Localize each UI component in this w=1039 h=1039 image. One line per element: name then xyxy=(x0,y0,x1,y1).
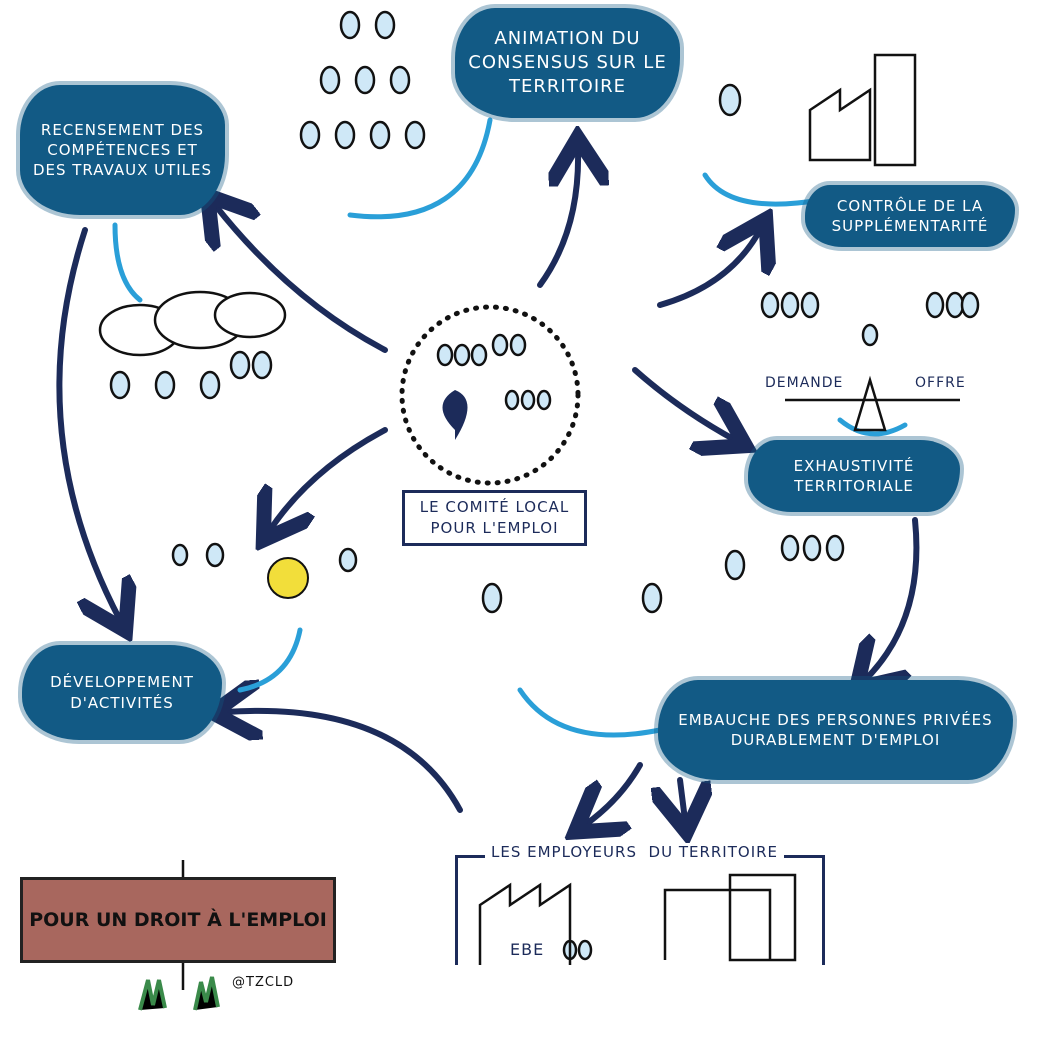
center-committee-box: Le comité local pour l'emploi xyxy=(402,490,587,546)
arrow-embauche-to-employers-1 xyxy=(585,762,643,825)
center-title-line2: pour l'emploi xyxy=(430,519,559,537)
speech-bubbles-icon xyxy=(98,290,287,357)
arrow-to-developpement xyxy=(270,427,388,530)
arrow-embauche-to-employers-2 xyxy=(680,777,685,820)
arrow-to-animation xyxy=(537,150,578,288)
arrow-to-exhaustivite xyxy=(632,367,735,440)
node-exhaustivite: Exhaustivité territoriale xyxy=(748,440,960,512)
people-icons xyxy=(109,10,980,961)
node-recensement: Recensement des compétences et des trava… xyxy=(20,85,225,215)
arrow-to-controle xyxy=(657,230,760,308)
employers-title-right: du territoire xyxy=(648,843,779,861)
ebe-label: EBE xyxy=(510,940,545,959)
balance-demande-label: Demande xyxy=(765,375,844,391)
node-developpement-activites: Développement d'activités xyxy=(22,645,222,740)
location-pin-icon xyxy=(442,390,468,440)
balance-offre-label: Offre xyxy=(915,375,966,391)
arrow-to-recensement xyxy=(215,205,388,353)
snail-icon xyxy=(267,557,309,599)
grass-icon xyxy=(138,976,220,1011)
node-controle-supplementarite: Contrôle de la supplémentarité xyxy=(805,185,1015,247)
employers-title: Les employeurs du territoire xyxy=(485,843,785,861)
arrow-exhaustivite-to-embauche xyxy=(865,517,920,680)
center-title-line1: Le comité local xyxy=(419,498,570,516)
sign-droit-emploi: Pour un droit à l'emploi xyxy=(20,877,336,963)
employers-title-left: Les employeurs xyxy=(491,843,637,861)
arrow-embauche-to-developpement xyxy=(225,711,463,813)
node-embauche: Embauche des personnes privées durableme… xyxy=(658,680,1013,780)
credit-tzcld: @TZCLD xyxy=(232,975,295,990)
committee-circle xyxy=(399,304,581,486)
node-animation-consensus: Animation du consensus sur le territoire xyxy=(455,8,680,118)
arrow-loop-recensement-developpement xyxy=(56,227,120,620)
